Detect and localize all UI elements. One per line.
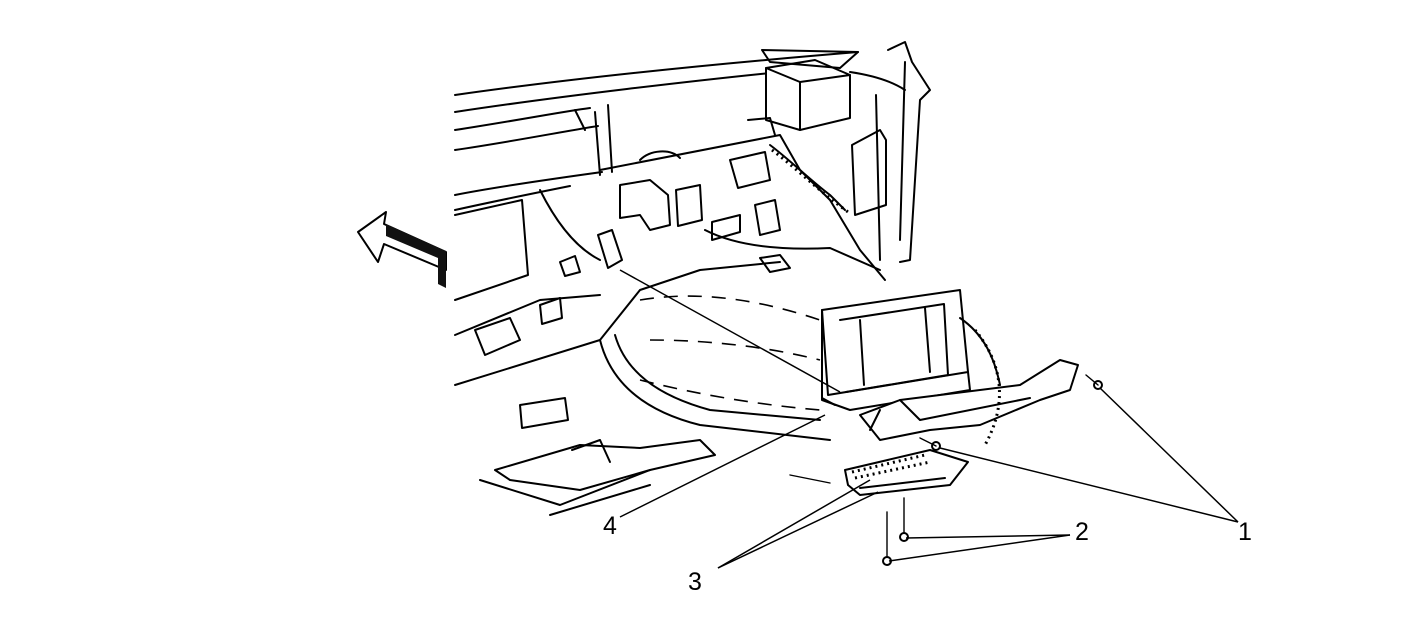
rear-pillar	[849, 41, 931, 263]
module-mounting-bracket	[859, 317, 1079, 446]
upper-trim-block	[761, 49, 859, 131]
forward-arrow-icon	[357, 211, 447, 288]
control-module	[821, 289, 971, 411]
callout-1: 1	[1238, 518, 1252, 546]
bolt-1	[1085, 374, 1103, 390]
upper-body-panel	[454, 51, 859, 301]
callout-3: 3	[688, 568, 702, 596]
callout-2: 2	[1075, 518, 1089, 546]
callout-4: 4	[603, 512, 617, 540]
electrical-connector	[844, 449, 969, 496]
bolt-1b	[919, 437, 941, 451]
lower-left-bracket	[479, 439, 716, 516]
leader-lines	[619, 269, 1239, 569]
bolt-2a	[899, 497, 909, 542]
cargo-floor	[454, 261, 831, 441]
bolt-2b	[882, 511, 892, 566]
loose-bolt	[789, 474, 831, 484]
back-wall	[539, 117, 886, 281]
